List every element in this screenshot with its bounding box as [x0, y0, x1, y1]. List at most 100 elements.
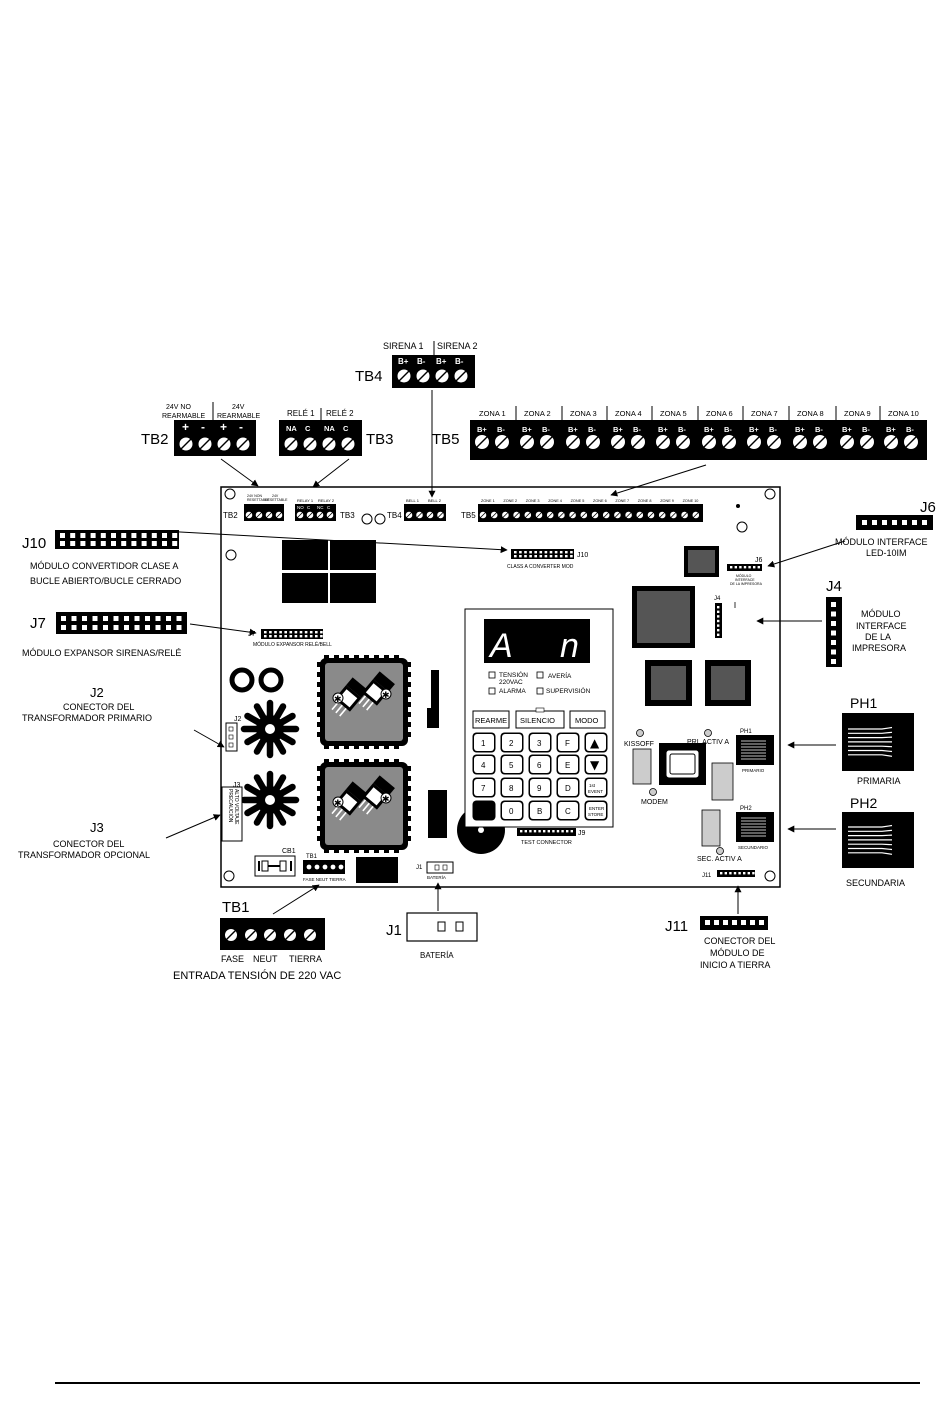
keypad-panel: A n TENSIÓN 220VAC AVERÍA ALARMA SUPERVI… — [464, 608, 614, 828]
keypad-key-label: 5 — [509, 761, 514, 770]
tb5-pin-label: B+ — [477, 425, 487, 434]
tb2-title: TB2 — [141, 431, 169, 448]
rearme-button[interactable] — [472, 710, 510, 729]
board-tb2-top4: RESETTABLE — [265, 498, 288, 502]
screw-glyph: ✱ — [382, 794, 390, 804]
keypad-key-label: C — [565, 807, 571, 816]
j3-external: J3 CONECTOR DEL TRANSFORMADOR OPCIONAL — [18, 820, 150, 860]
tb4-label-sirena1: SIRENA 1 — [383, 341, 424, 351]
keypad-key-label: D — [565, 784, 571, 793]
j4-desc4: IMPRESORA — [852, 643, 906, 653]
tb5-zone-label: ZONA 6 — [706, 409, 733, 418]
j6-title: J6 — [920, 499, 936, 516]
board-tb3-pin: NC — [317, 505, 324, 510]
board-zone-label: ZONE 10 — [683, 499, 699, 503]
j2-external: J2 CONECTOR DEL TRANSFORMADOR PRIMARIO — [22, 685, 152, 723]
board-ph2-caption: SECUNDARIO — [738, 845, 769, 850]
board-ph1-label: PH1 — [740, 729, 752, 735]
tb5-title: TB5 — [432, 431, 460, 448]
board-tb2-top3: 24V — [272, 494, 279, 498]
tb5-pin-label: B- — [633, 425, 641, 434]
heatsink-box-upper: ✱✱ — [317, 655, 411, 749]
tb5-pin-label: B- — [862, 425, 870, 434]
board-tb2-label: TB2 — [223, 511, 238, 520]
tb1-pin-fase: FASE — [221, 954, 244, 964]
board-relay2: RELAY 2 — [318, 498, 335, 503]
keypad-key-label: 7 — [481, 784, 486, 793]
j7-desc: MÓDULO EXPANSOR SIRENAS/RELÉ — [22, 648, 181, 658]
board-j9-caption: TEST CONNECTOR — [521, 840, 572, 846]
tb2-pin-label: + — [220, 420, 227, 434]
display-char1: A — [488, 627, 513, 665]
keypad-key-label: STORE — [588, 812, 603, 817]
keypad-key-label: B — [537, 807, 542, 816]
screw-glyph: ✱ — [334, 798, 342, 808]
board-tb3-pin: NO — [297, 505, 304, 510]
keypad-key-label: 6 — [537, 761, 542, 770]
j3-desc1: CONECTOR DEL — [53, 839, 124, 849]
heatsink-box-lower: ✱✱ — [317, 759, 411, 853]
tb2-pin-label: - — [239, 420, 243, 434]
j11-desc3: INICIO A TIERRA — [700, 960, 770, 970]
heatsink-star-lower — [240, 770, 300, 830]
tb5-pin-label: B- — [769, 425, 777, 434]
j2-desc2: TRANSFORMADOR PRIMARIO — [22, 713, 152, 723]
tb5-zone-label: ZONA 2 — [524, 409, 551, 418]
tb2-pin-label: - — [201, 420, 205, 434]
j10-desc2: BUCLE ABIERTO/BUCLE CERRADO — [30, 576, 181, 586]
ph2-desc: SECUNDARIA — [846, 878, 905, 888]
pri-activa-label: PRI. ACTIV A — [687, 739, 729, 746]
tb5-pin-label: B+ — [886, 425, 896, 434]
board-j6-label: J6 — [755, 557, 763, 564]
sec-activa-label: SEC. ACTIV A — [697, 856, 742, 863]
tb5-pin-label: B+ — [613, 425, 623, 434]
led-tension-label: TENSIÓN — [499, 670, 528, 679]
j3-desc2: TRANSFORMADOR OPCIONAL — [18, 850, 150, 860]
display-char2: n — [560, 627, 579, 665]
led-averia-label: AVERÍA — [548, 671, 572, 680]
board-relay1: RELAY 1 — [297, 498, 314, 503]
tb3-pin-label: C — [343, 424, 349, 433]
j1-external: J1 BATERÍA — [386, 912, 478, 960]
keypad-key-label: 3 — [537, 739, 542, 748]
tb5-pin-label: B- — [678, 425, 686, 434]
keypad-key-label: 9 — [537, 784, 542, 793]
ph1-external: PH1 PRIMARIA — [842, 695, 914, 786]
board-tb2-top1: 24V NON — [247, 494, 262, 498]
tb3-pin-label: C — [305, 424, 311, 433]
board-j3-caption2: ALTO VOLTAJE — [233, 789, 239, 825]
silencio-button-label: SILENCIO — [520, 716, 555, 725]
board-j9-label: J9 — [578, 830, 586, 837]
board-bell2: BELL 2 — [428, 498, 442, 503]
kissoff-label: KISSOFF — [624, 741, 654, 748]
board-tb1-label: TB1 — [306, 854, 318, 860]
rearme-button-label: REARME — [475, 716, 507, 725]
heatsink-star-upper — [240, 699, 300, 759]
tb4-external-block: SIRENA 1 SIRENA 2 B+B-B+B- TB4 — [355, 341, 478, 388]
board-j2-label: J2 — [234, 716, 242, 723]
board-j4-label: J4 — [714, 596, 721, 602]
board-j10-caption: CLASS A CONVERTER MOD — [507, 564, 574, 570]
tb5-pin-label: B+ — [658, 425, 668, 434]
keypad-key-label: 1st — [589, 783, 596, 788]
leader-lines — [161, 390, 846, 915]
j2-title: J2 — [90, 685, 104, 700]
tb2-label-reset-a: 24V — [232, 404, 245, 411]
j1-title: J1 — [386, 922, 402, 939]
tb5-zone-label: ZONA 4 — [615, 409, 642, 418]
board-j11-label: J11 — [702, 873, 712, 879]
j11-desc2: MÓDULO DE — [710, 948, 765, 958]
board-tb4-label: TB4 — [387, 511, 402, 520]
j10-title: J10 — [22, 535, 46, 552]
tb4-pin-label: B+ — [436, 357, 447, 366]
modo-button[interactable] — [569, 710, 606, 729]
tb2-label-reset-b: REARMABLE — [217, 413, 261, 420]
board-j1-caption: BATERÍA — [427, 874, 446, 880]
j4-title: J4 — [826, 578, 842, 595]
board-j6-caption3: DE LA IMPRESORA — [730, 582, 763, 586]
j2-desc1: CONECTOR DEL — [63, 702, 134, 712]
board-j3-label: J3 — [233, 782, 241, 789]
tb2-label-nonreset-a: 24V NO — [166, 404, 191, 411]
